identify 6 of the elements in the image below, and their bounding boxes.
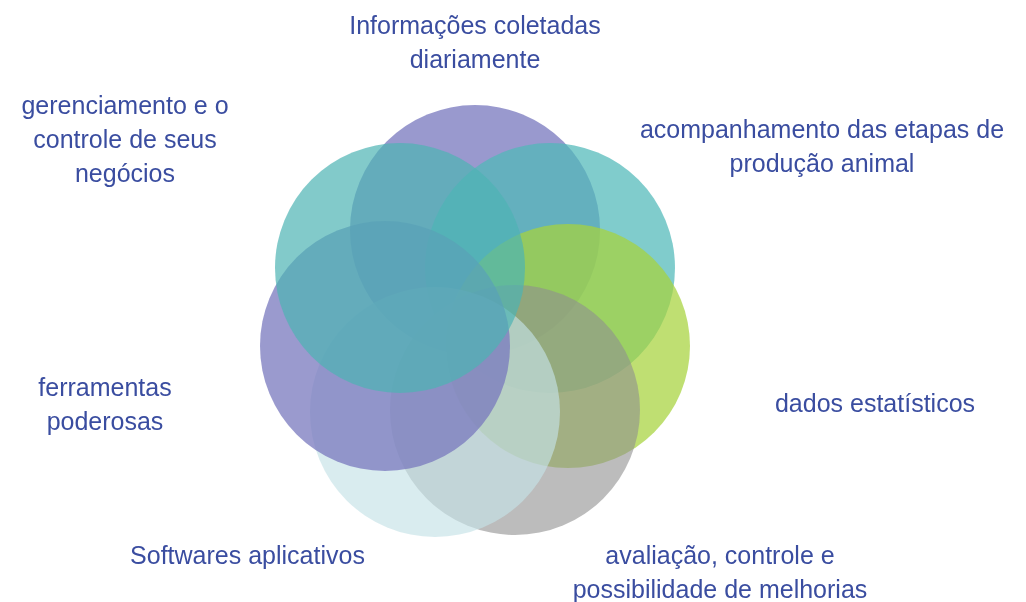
circle-label: Informações coletadas diariamente (348, 10, 602, 75)
circle-label: Softwares aplicativos (129, 540, 366, 571)
circle-label: ferramentas poderosas (37, 372, 173, 437)
circle-label: acompanhamento das etapas de produção animal (638, 114, 1006, 179)
circle-label: gerenciamento e o controle de seus negócios (20, 90, 230, 189)
circle-label: dados estatísticos (773, 388, 977, 419)
